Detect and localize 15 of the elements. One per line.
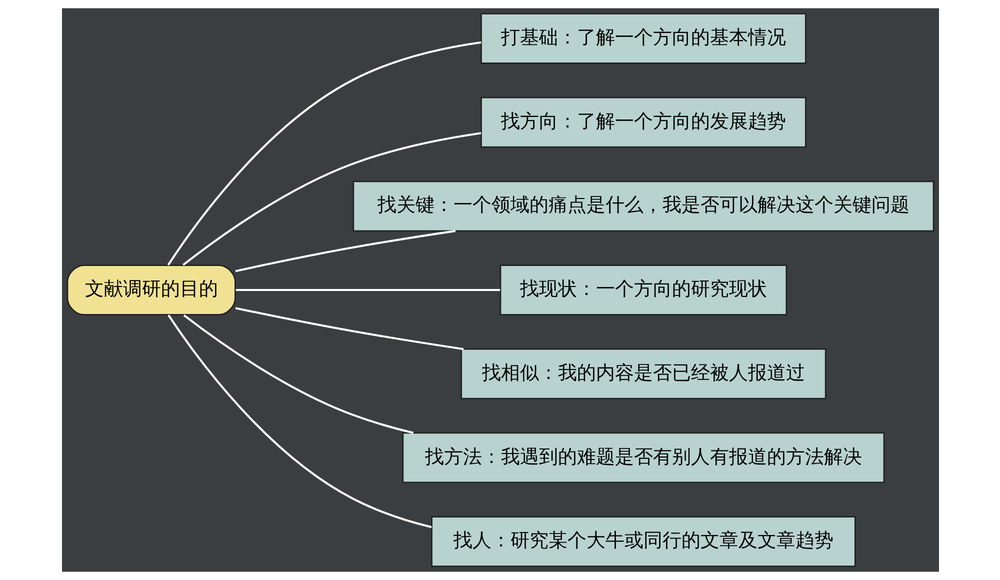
- connector: [167, 314, 432, 528]
- node-box: 找方法：我遇到的难题是否有别人有报道的方法解决: [402, 432, 884, 484]
- connector: [182, 132, 481, 266]
- node-box: 找方向：了解一个方向的发展趋势: [480, 96, 806, 148]
- connector: [234, 230, 456, 272]
- connector: [235, 288, 500, 292]
- node-box: 找人：研究某个大牛或同行的文章及文章趋势: [430, 516, 856, 567]
- node-box: 打基础：了解一个方向的基本情况: [480, 13, 806, 64]
- connector: [166, 41, 481, 266]
- node-box: 找关键：一个领域的痛点是什么，我是否可以解决这个关键问题: [352, 180, 934, 232]
- connector: [234, 307, 464, 350]
- node-box: 找相似：我的内容是否已经被人报道过: [460, 348, 826, 400]
- node-box: 找现状：一个方向的研究现状: [499, 264, 787, 316]
- node-box: 文献调研的目的: [66, 264, 236, 316]
- connector: [182, 314, 414, 434]
